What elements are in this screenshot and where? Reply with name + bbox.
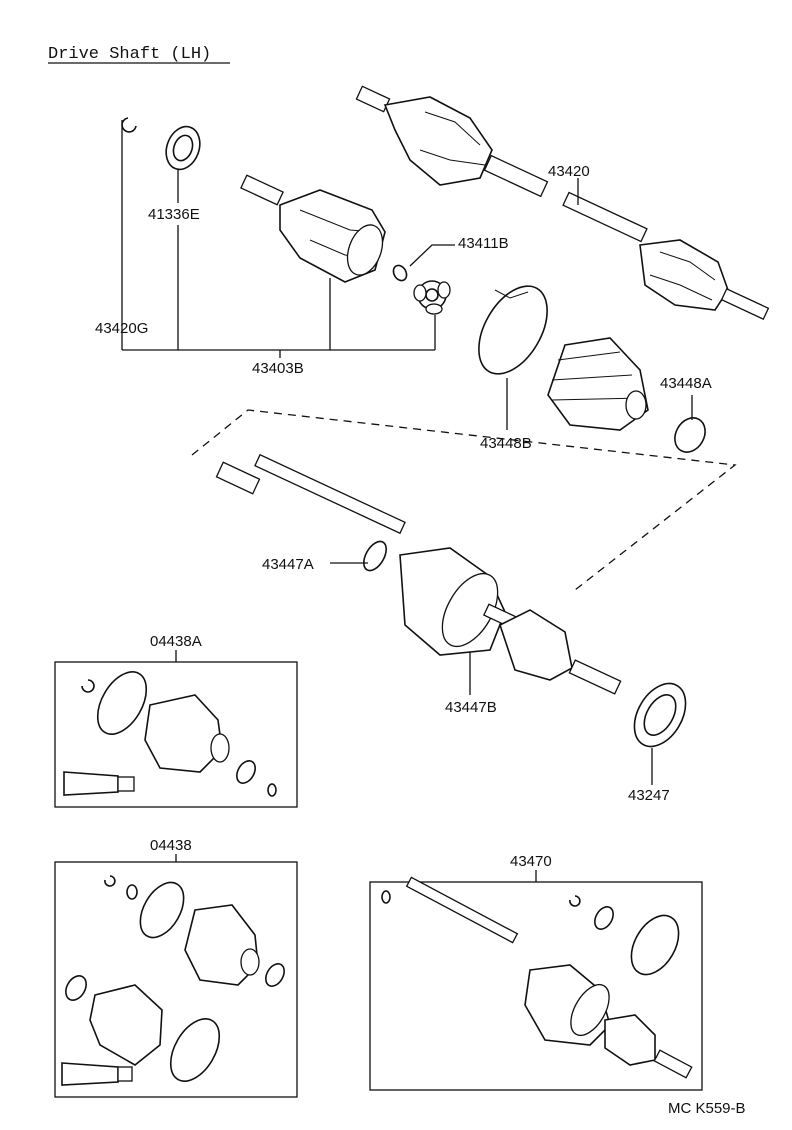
boot-clamp-43447A[interactable] [359, 538, 391, 575]
label-43470: 43470 [510, 853, 552, 870]
diagram-title: Drive Shaft (LH) [48, 45, 211, 64]
main-outboard-joint[interactable] [483, 603, 622, 695]
label-41336E: 41336E [148, 206, 200, 223]
boot[interactable] [547, 337, 649, 431]
label-43247: 43247 [628, 787, 670, 804]
main-inboard-boot[interactable] [399, 547, 509, 656]
diagram-code: MC K559-B [668, 1100, 746, 1117]
upper-shaft-inboard[interactable] [355, 85, 549, 198]
snap-ring-43420G[interactable] [121, 117, 137, 133]
label-43447A: 43447A [262, 556, 314, 573]
boot-clamp-43448A[interactable] [669, 412, 711, 457]
kit-04438-parts[interactable] [61, 875, 288, 1089]
label-43411B: 43411B [458, 235, 509, 252]
label-43447B: 43447B [445, 699, 497, 716]
oil-seal-43247[interactable] [624, 675, 696, 756]
kit-43470-parts[interactable] [381, 876, 693, 1079]
label-43448A: 43448A [660, 375, 712, 392]
label-43420: 43420 [548, 163, 590, 180]
label-04438A: 04438A [150, 633, 202, 650]
inboard-joint-housing[interactable] [240, 174, 389, 283]
kit-box-04438A [54, 661, 298, 808]
kit-box-04438 [54, 861, 298, 1098]
snap-ring-43411B[interactable] [391, 263, 409, 283]
label-43420G: 43420G [95, 320, 148, 337]
label-43448B: 43448B [480, 435, 532, 452]
upper-shaft-outboard[interactable] [562, 191, 770, 321]
kit-box-43470 [369, 881, 703, 1091]
boot-clamp-43448B[interactable] [465, 274, 561, 385]
label-04438: 04438 [150, 837, 192, 854]
label-43403B: 43403B [252, 360, 304, 377]
leader-43411B [409, 244, 455, 267]
main-shaft[interactable] [215, 453, 406, 535]
kit-04438A-parts[interactable] [63, 664, 277, 797]
dust-seal-41336E[interactable] [160, 122, 205, 174]
dashed-group-outline [191, 409, 737, 591]
tripod-joint[interactable] [413, 280, 451, 315]
